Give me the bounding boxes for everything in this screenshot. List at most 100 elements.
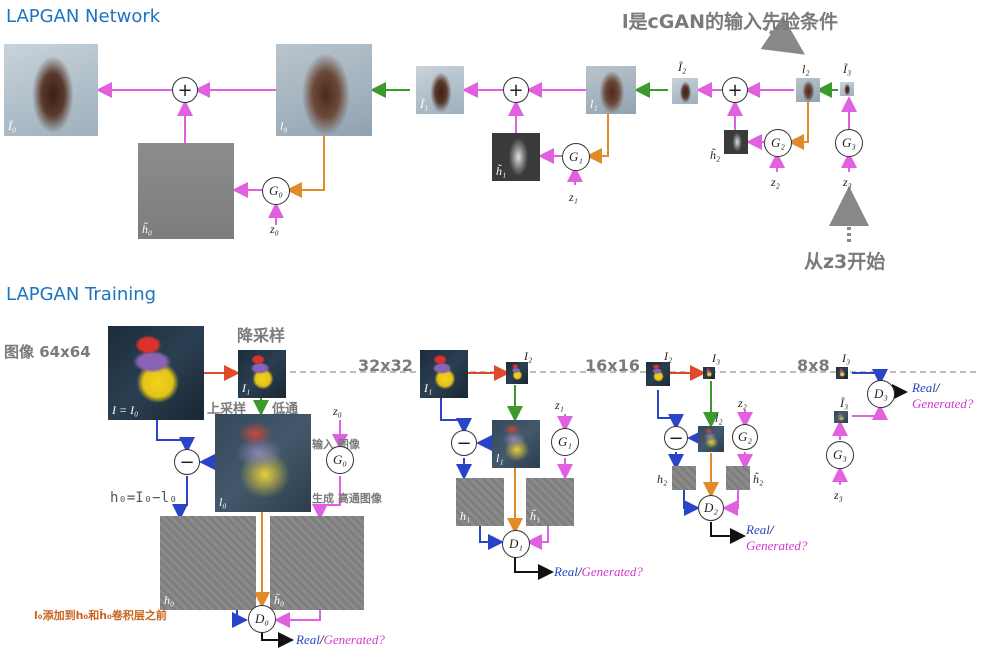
annotation-h0-equation: h₀=I₀−l₀ [110,490,178,506]
image-I3-level3 [836,367,848,379]
image-h2-train [672,466,696,490]
slash: / [935,380,940,395]
real-label: Real [296,632,320,647]
sum-node-2: + [722,77,748,103]
label-I1-train: I₁ [242,381,251,395]
image-I1-tilde: Ĩ₁ [416,66,464,114]
generator-G0: G₀ [262,177,290,205]
label-h2-tilde-train: h̃₂ [753,472,764,486]
real-label: Real [554,564,578,579]
image-l1-train: l₁ [492,420,540,468]
label-z0: z₀ [270,222,279,236]
slash: / [319,632,324,647]
scale-label-16: 16x16 [585,356,640,375]
discriminator-D0: D₀ [248,605,276,633]
label-z0-train: z₀ [333,404,342,418]
label-h0-tilde: h̃₀ [142,222,153,236]
image-h0-tilde: h̃₀ [138,143,234,239]
image-h1-tilde: h̃₁ [492,133,540,181]
real-label: Real [746,522,770,537]
label-I3-tilde-level3: Ĩ₃ [840,396,849,410]
scale-label-32: 32x32 [358,356,413,375]
network-title: LAPGAN Network [6,6,161,27]
annotation-concat-l0: l₀添加到h₀和h̃₀卷积层之前 [34,609,167,622]
generator-G2: G₂ [764,129,792,157]
discriminator-D1: D₁ [502,530,530,558]
generator-G1-train: G₁ [551,428,579,456]
sum-node-1: + [503,77,529,103]
label-z2-train: z₂ [738,396,747,410]
image-h1-train: h₁ [456,478,504,526]
label-z3-train: z₃ [834,488,843,502]
image-l2 [796,78,820,102]
image-l0: l₀ [276,44,372,136]
label-I1-tilde: Ĩ₁ [420,97,429,111]
label-l2: l₂ [802,62,810,76]
image-I3-level2 [703,367,715,379]
slash: / [577,564,582,579]
image-h1-tilde-train: h̃₁ [526,478,574,526]
generated-label: Generated? [581,564,643,579]
image-I2-level2 [646,362,670,386]
label-I1-level1: I₁ [424,381,433,395]
output-D0: Real/Generated? [296,632,385,648]
label-I2-level1: I₂ [524,349,533,363]
annotation-lowpass: 低通 [272,402,299,417]
label-l0: l₀ [280,119,288,133]
real-label: Real [912,380,936,395]
output-D2: Real/Generated? [746,522,807,554]
label-I3-tilde: Ĩ₃ [843,62,852,76]
image-h0-tilde-train: h̃₀ [270,516,364,610]
generator-G1: G₁ [562,143,590,171]
label-I2-level2: I₂ [664,349,673,363]
sum-node-0: + [172,77,198,103]
label-l1: l₁ [590,97,598,111]
difference-node-0: − [174,449,200,475]
generated-label: Generated? [323,632,385,647]
annotation-start-z3: 从z3开始 [804,251,886,273]
label-h1-tilde-train: h̃₁ [530,509,541,523]
label-l1-train: l₁ [496,451,504,465]
image-I1-train: I₁ [238,350,286,398]
image-I3-tilde [840,82,854,96]
discriminator-D2: D₂ [698,495,724,521]
image-l1: l₁ [586,66,636,114]
label-z1: z₁ [569,190,578,204]
generated-label: Generated? [912,396,974,411]
label-z1-train: z₁ [555,398,564,412]
image-l0-train: l₀ [215,414,311,512]
image-I3-tilde-level3 [834,411,848,423]
discriminator-D3: D₃ [867,380,895,408]
output-D3: Real/Generated? [912,380,973,412]
generator-G2-train: G₂ [732,424,758,450]
output-D1: Real/Generated? [554,564,643,580]
label-h1-tilde: h̃₁ [496,164,507,178]
annotation-downsample: 降采样 [237,326,286,345]
label-I2-tilde: Ĩ₂ [678,60,687,74]
image-I2-level1 [506,362,528,384]
image-l2-train [698,426,724,452]
annotation-prior-condition: l是cGAN的输入先验条件 [622,11,838,33]
label-l2-train: l₂ [715,411,723,425]
image-h2-tilde [724,130,748,154]
generator-G0-train: G₀ [326,446,354,474]
annotation-generate-highpass: 生成 高通图像 [312,492,382,505]
image-I1-level1: I₁ [420,350,468,398]
label-h0-train: h₀ [164,593,175,607]
generator-G3: G₃ [835,129,863,157]
label-z2: z₂ [771,175,780,189]
label-I0-tilde: Ĩ₀ [8,119,17,133]
image-I0-tilde: Ĩ₀ [4,44,98,136]
annotation-upsample: 上采样 [207,402,247,417]
slash: / [769,522,774,537]
label-h2-tilde: h̃₂ [710,148,721,162]
label-h0-tilde-train: h̃₀ [274,593,285,607]
label-h1-train: h₁ [460,509,471,523]
label-I-eq-I0: I = I₀ [112,403,139,417]
difference-node-2: − [664,426,688,450]
difference-node-1: − [451,430,477,456]
training-title: LAPGAN Training [6,284,157,305]
label-I3-level3: I₃ [842,351,851,365]
image-I2-tilde [672,78,698,104]
